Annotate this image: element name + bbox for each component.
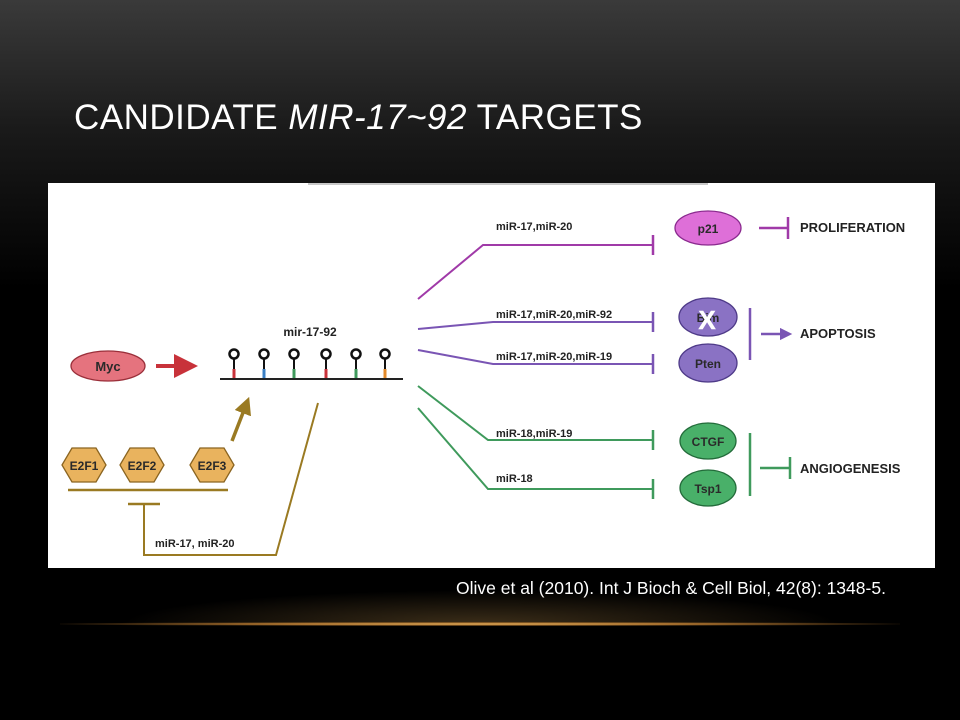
hairpin-mir-20a	[320, 348, 332, 378]
decorative-divider	[60, 622, 900, 626]
pten-node	[678, 343, 738, 383]
apoptosis-label: APOPTOSIS	[800, 326, 876, 341]
proliferation-label: PROLIFERATION	[800, 220, 905, 235]
myc-label: Myc	[95, 359, 120, 374]
pten-inhibition-line	[417, 349, 653, 365]
e2f2-label: E2F2	[128, 459, 157, 473]
ctgf-mirna-label: miR-18,miR-19	[496, 428, 572, 440]
hairpin-mir-18	[258, 348, 270, 378]
p21-label: p21	[698, 222, 719, 236]
feedback-inhibition-line	[143, 402, 319, 556]
decorative-glow	[120, 590, 840, 624]
ctgf-node	[679, 422, 737, 460]
e2f3-node: E2F3	[189, 447, 235, 483]
hairpin-mir-19a	[288, 348, 300, 378]
title-text-end: TARGETS	[467, 98, 643, 137]
p21-node	[674, 210, 742, 246]
e2f3-label: E2F3	[198, 459, 227, 473]
title-italic-text: MIR-17~92	[288, 98, 467, 137]
tsp1-label: Tsp1	[694, 482, 721, 496]
slide-title: CANDIDATE MIR-17~92 TARGETS	[74, 98, 643, 138]
hairpin-mir-19b	[350, 348, 362, 378]
p21-inhibition-line	[417, 244, 653, 300]
myc-node	[70, 350, 146, 382]
pathway-diagram: Myc mir-17-92 E2F1 E2F2	[61, 183, 905, 556]
hairpin-mir-92	[379, 348, 391, 378]
bim-mirna-label: miR-17,miR-20,miR-92	[496, 309, 612, 321]
p21-mirna-label: miR-17,miR-20	[496, 221, 572, 233]
bim-inhibition-line	[417, 321, 653, 330]
angiogenesis-label: ANGIOGENESIS	[800, 461, 901, 476]
e2f1-node: E2F1	[61, 447, 107, 483]
title-text: CANDIDATE	[74, 98, 289, 137]
cluster-label: mir-17-92	[283, 325, 337, 339]
e2f1-label: E2F1	[70, 459, 99, 473]
pten-mirna-label: miR-17,miR-20,miR-19	[496, 351, 612, 363]
hairpin-mir-17	[228, 348, 240, 378]
ctgf-label: CTGF	[692, 435, 725, 449]
bim-node	[678, 297, 738, 337]
pathway-figure: Myc mir-17-92 E2F1 E2F2	[48, 183, 935, 568]
bim-crossed-mark: X	[698, 305, 716, 335]
ctgf-inhibition-line	[417, 385, 653, 441]
tsp1-mirna-label: miR-18	[496, 473, 533, 485]
tsp1-inhibition-line	[417, 407, 653, 490]
bim-label: Bim	[697, 311, 720, 325]
citation: Olive et al (2010). Int J Bioch & Cell B…	[456, 578, 886, 598]
e2f2-node: E2F2	[119, 447, 165, 483]
e2f-activation-arrow	[230, 396, 251, 442]
pten-label: Pten	[695, 357, 721, 371]
cropped-caption-edge	[308, 183, 708, 185]
tsp1-node	[679, 469, 737, 507]
feedback-mirna-label: miR-17, miR-20	[155, 538, 234, 550]
